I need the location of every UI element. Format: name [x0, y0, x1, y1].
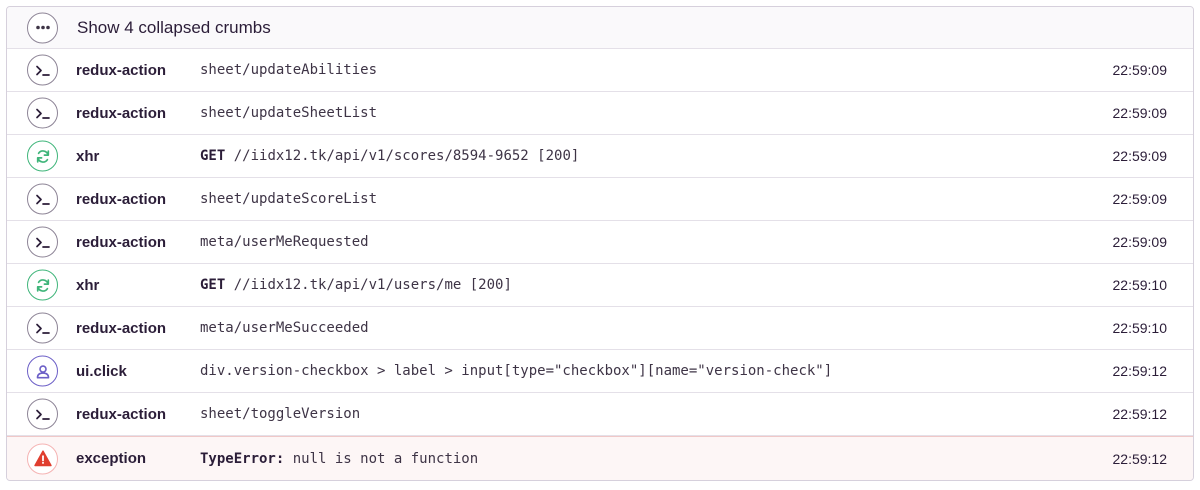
crumb-category: redux-action	[76, 190, 167, 208]
crumb-message-text: null is not a function	[284, 450, 479, 467]
crumb-message-text: sheet/toggleVersion	[200, 406, 361, 422]
crumb-timestamp: 22:59:09	[1112, 148, 1168, 164]
crumb-message: GET //iidx12.tk/api/v1/users/me [200]	[200, 277, 512, 293]
crumb-category: exception	[76, 450, 147, 467]
crumb-message: sheet/updateSheetList	[200, 105, 377, 121]
crumb-category: redux-action	[76, 233, 167, 251]
crumb-timestamp: 22:59:10	[1112, 320, 1168, 336]
terminal-icon	[27, 97, 58, 129]
crumb-row[interactable]: ui.click div.version-checkbox > label > i…	[7, 350, 1193, 393]
crumb-message: meta/userMeSucceeded	[200, 320, 369, 336]
crumb-category: redux-action	[76, 104, 167, 122]
crumb-message-text: meta/userMeSucceeded	[200, 320, 369, 336]
crumb-category: xhr	[76, 276, 100, 294]
show-collapsed-crumbs-button[interactable]: Show 4 collapsed crumbs	[7, 7, 1193, 49]
crumb-row[interactable]: redux-action sheet/updateSheetList 22:59:0…	[7, 92, 1193, 135]
crumb-message: TypeError: null is not a function	[200, 451, 478, 467]
crumb-message: GET //iidx12.tk/api/v1/scores/8594-9652 …	[200, 148, 579, 164]
crumb-row[interactable]: redux-action sheet/toggleVersion 22:59:12	[7, 393, 1193, 436]
crumb-timestamp: 22:59:09	[1112, 234, 1168, 250]
crumb-category: xhr	[76, 147, 100, 165]
crumb-message-text: //iidx12.tk/api/v1/users/me [200]	[225, 277, 512, 293]
user-icon	[27, 355, 58, 387]
crumb-category: ui.click	[76, 362, 127, 380]
crumb-method: TypeError:	[200, 450, 285, 467]
crumb-message-text: //iidx12.tk/api/v1/scores/8594-9652 [200…	[225, 148, 580, 164]
crumb-timestamp: 22:59:12	[1112, 450, 1168, 467]
breadcrumbs-panel: Show 4 collapsed crumbs redux-action shee…	[6, 6, 1194, 481]
crumb-timestamp: 22:59:09	[1112, 191, 1168, 207]
terminal-icon	[27, 226, 58, 258]
crumb-timestamp: 22:59:09	[1112, 105, 1168, 121]
terminal-icon	[27, 183, 58, 215]
crumb-message-text: sheet/updateSheetList	[200, 105, 378, 121]
crumb-message: meta/userMeRequested	[200, 234, 369, 250]
crumb-row[interactable]: redux-action meta/userMeRequested 22:59:09	[7, 221, 1193, 264]
crumb-message-text: sheet/updateAbilities	[200, 62, 378, 78]
crumb-list: redux-action sheet/updateAbilities 22:59:0…	[7, 49, 1193, 480]
collapsed-crumbs-label: Show 4 collapsed crumbs	[77, 17, 271, 37]
crumb-row[interactable]: redux-action sheet/updateScoreList 22:59:0…	[7, 178, 1193, 221]
terminal-icon	[27, 398, 58, 430]
crumb-row[interactable]: xhr GET //iidx12.tk/api/v1/scores/8594-96…	[7, 135, 1193, 178]
refresh-icon	[27, 269, 58, 301]
crumb-timestamp: 22:59:09	[1112, 62, 1168, 78]
ellipsis-icon	[27, 12, 58, 43]
warning-icon	[27, 443, 58, 474]
crumb-message: div.version-checkbox > label > input[typ…	[200, 363, 832, 379]
terminal-icon	[27, 54, 58, 86]
crumb-timestamp: 22:59:10	[1112, 277, 1168, 293]
crumb-row[interactable]: redux-action sheet/updateAbilities 22:59:0…	[7, 49, 1193, 92]
crumb-method: GET	[200, 277, 226, 293]
crumb-message-text: meta/userMeRequested	[200, 234, 369, 250]
crumb-timestamp: 22:59:12	[1112, 406, 1168, 422]
crumb-row[interactable]: exception TypeError: null is not a functi…	[7, 436, 1193, 480]
crumb-timestamp: 22:59:12	[1112, 363, 1168, 379]
crumb-message-text: div.version-checkbox > label > input[typ…	[200, 363, 833, 379]
crumb-message-text: sheet/updateScoreList	[200, 191, 378, 207]
crumb-row[interactable]: xhr GET //iidx12.tk/api/v1/users/me [200]…	[7, 264, 1193, 307]
terminal-icon	[27, 312, 58, 344]
crumb-category: redux-action	[76, 61, 167, 79]
crumb-message: sheet/updateScoreList	[200, 191, 377, 207]
crumb-row[interactable]: redux-action meta/userMeSucceeded 22:59:10	[7, 307, 1193, 350]
crumb-category: redux-action	[76, 319, 167, 337]
crumb-method: GET	[200, 148, 226, 164]
refresh-icon	[27, 140, 58, 172]
crumb-message: sheet/toggleVersion	[200, 406, 360, 422]
crumb-message: sheet/updateAbilities	[200, 62, 377, 78]
crumb-category: redux-action	[76, 405, 167, 423]
